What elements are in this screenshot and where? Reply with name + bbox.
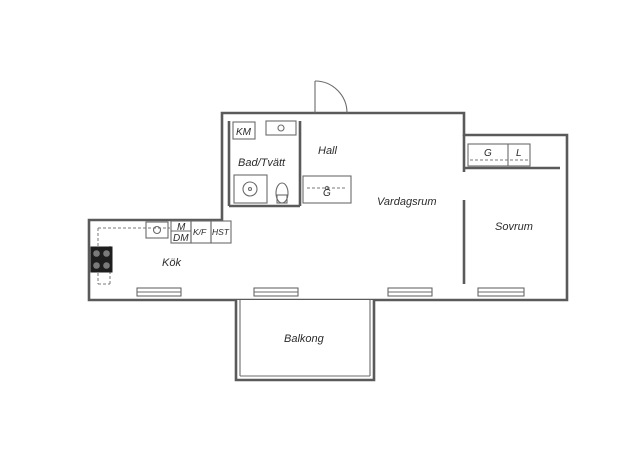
windows <box>136 287 525 297</box>
label-hall-wardrobe: G <box>323 188 331 199</box>
label-kitchen: Kök <box>162 257 181 269</box>
balcony <box>234 300 376 382</box>
entrance-door <box>314 80 348 114</box>
label-hall: Hall <box>318 145 338 157</box>
label-balcony: Balkong <box>284 333 325 345</box>
label-fridge-freezer: K/F <box>193 227 207 237</box>
label-living-room: Vardagsrum <box>377 196 437 208</box>
label-dishwasher: DM <box>173 233 189 244</box>
bedroom-wardrobes <box>467 143 531 167</box>
label-bedroom-linen: L <box>516 148 522 159</box>
outer-walls <box>87 111 569 302</box>
hall-wardrobe <box>302 175 352 204</box>
label-microwave: M <box>177 222 186 233</box>
label-bathroom: Bad/Tvätt <box>238 157 286 169</box>
inner-walls <box>227 121 560 284</box>
label-oven-tower: HST <box>212 227 230 237</box>
label-bedroom-wardrobe: G <box>484 148 492 159</box>
label-bedroom: Sovrum <box>495 221 533 233</box>
stove-icon <box>90 246 113 273</box>
bathroom-fixtures <box>232 120 297 204</box>
label-washing-machine: KM <box>236 127 252 138</box>
